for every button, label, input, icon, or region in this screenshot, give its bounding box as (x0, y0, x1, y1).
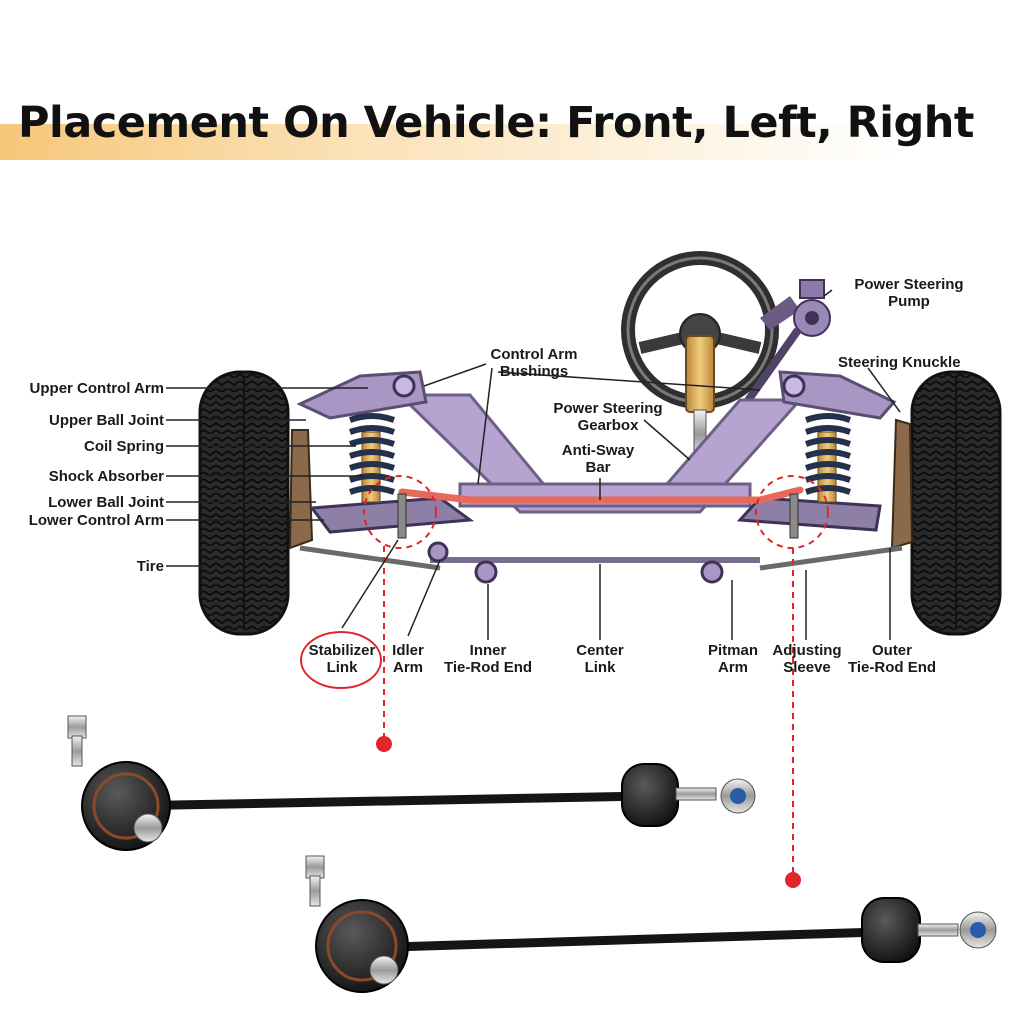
left-callout-dot (376, 736, 392, 752)
pitman-arm-joint (700, 560, 724, 584)
right-coil-spring-icon (804, 413, 852, 503)
label-lower-control-arm: Lower Control Arm (28, 512, 164, 529)
label-power-steering-gearbox: Power Steering Gearbox (553, 400, 663, 434)
right-lower-control-arm (736, 496, 882, 532)
label-coil-spring: Coil Spring (84, 438, 164, 455)
stabilizer-link-icon (305, 855, 997, 993)
label-pitman-arm: Pitman Arm (707, 642, 758, 676)
right-tire-icon (910, 370, 1002, 636)
label-idler-arm: Idler Arm (392, 642, 424, 676)
label-stabilizer-link: Stabilizer Link (308, 642, 376, 676)
left-tire-icon (198, 370, 290, 636)
label-outer-tie-rod-end: Outer Tie-Rod End (847, 642, 937, 676)
label-tire: Tire (136, 558, 164, 575)
label-center-link: Center Link (576, 642, 624, 676)
steering-column (685, 335, 715, 413)
label-leader-lines (166, 289, 901, 640)
idler-arm-joint (427, 541, 449, 563)
left-steering-knuckle (288, 429, 314, 550)
stabilizer-link-icon (67, 715, 756, 851)
label-lower-ball-joint: Lower Ball Joint (48, 494, 164, 511)
right-callout-dot (785, 872, 801, 888)
left-tie-rod (299, 545, 441, 571)
label-steering-knuckle: Steering Knuckle (838, 354, 961, 371)
left-stabilizer-link-highlight (363, 475, 437, 549)
right-upper-control-arm (778, 370, 897, 420)
label-control-arm-bushings: Control Arm Bushings (490, 346, 578, 380)
left-control-arm-bushing (392, 374, 416, 398)
right-steering-knuckle (890, 418, 914, 550)
label-adjusting-sleeve: Adjusting Sleeve (772, 642, 842, 676)
inner-tie-rod-end (474, 560, 498, 584)
anti-sway-bar (398, 486, 804, 504)
page-title: Placement On Vehicle: Front, Left, Right (18, 98, 974, 148)
stabilizer-link-label-ring (300, 631, 382, 689)
label-upper-control-arm: Upper Control Arm (29, 380, 164, 397)
label-anti-sway-bar: Anti-Sway Bar (561, 442, 635, 476)
right-tie-rod (759, 545, 903, 571)
title-highlight-band (0, 124, 900, 160)
power-steering-pump-icon (716, 279, 831, 443)
right-control-arm-bushing (782, 374, 806, 398)
label-power-steering-pump: Power Steering Pump (854, 276, 964, 310)
left-lower-control-arm (309, 496, 475, 534)
label-shock-absorber: Shock Absorber (48, 468, 164, 485)
right-stabilizer-link-post (789, 493, 799, 539)
left-stabilizer-link-post (397, 493, 407, 539)
label-inner-tie-rod-end: Inner Tie-Rod End (443, 642, 533, 676)
label-upper-ball-joint: Upper Ball Joint (48, 412, 164, 429)
